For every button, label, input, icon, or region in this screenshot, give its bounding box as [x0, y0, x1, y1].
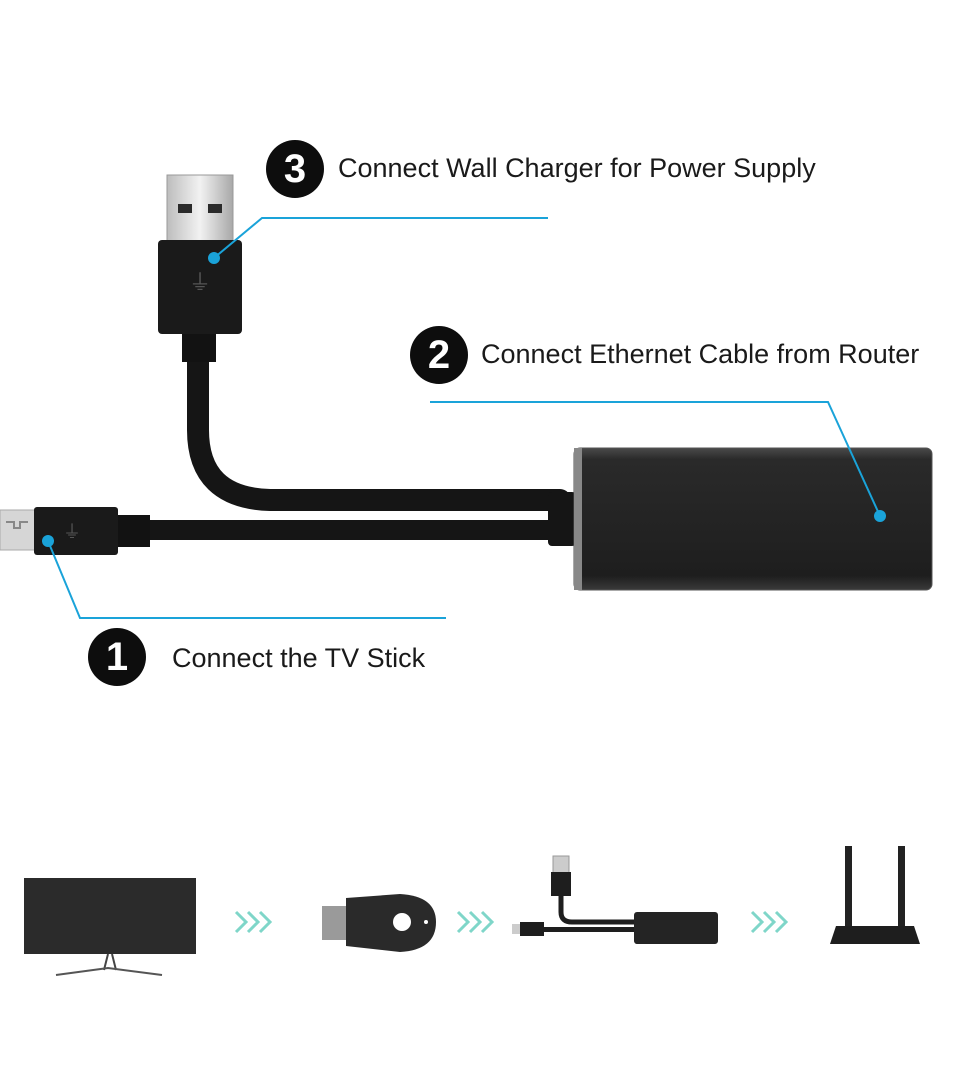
micro-usb-plug-icon: ⏚: [0, 507, 150, 555]
step-label-3: Connect Wall Charger for Power Supply: [338, 153, 816, 183]
callout-line-3: [213, 217, 548, 259]
step-badge-1: 1: [88, 628, 146, 686]
flow-arrow-icon: [234, 910, 273, 934]
flow-arrow-icon: [750, 910, 789, 934]
callout-line-2: [430, 401, 881, 517]
step-label-2: Connect Ethernet Cable from Router: [481, 339, 920, 369]
tv-stick-dongle-icon: [322, 894, 436, 952]
svg-text:⏚: ⏚: [63, 522, 81, 543]
micro-usb-cable: [148, 520, 560, 540]
tv-icon: [24, 878, 196, 976]
callout-lines: [47, 217, 881, 619]
flow-arrow-icon: [456, 910, 495, 934]
adapter-cable-icon: [512, 855, 718, 944]
usb-a-plug-icon: ⏚: [158, 174, 242, 362]
usb-power-cable: [187, 349, 571, 511]
step-label-1: Connect the TV Stick: [172, 643, 426, 673]
step-badge-3: 3: [266, 140, 324, 198]
svg-text:⏚: ⏚: [189, 271, 211, 296]
ethernet-adapter-box: [548, 447, 933, 591]
step-badge-2: 2: [410, 326, 468, 384]
router-icon: [830, 846, 920, 944]
callout-line-1: [47, 540, 446, 619]
